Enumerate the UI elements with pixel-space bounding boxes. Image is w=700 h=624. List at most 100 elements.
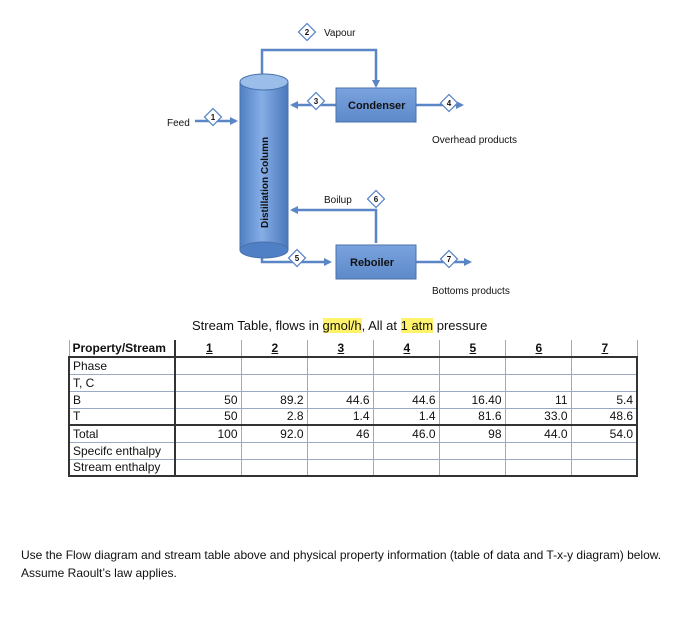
table-row: T, C [68,373,638,392]
flow-diagram: Distillation Column Condenser Reboiler F… [167,22,517,297]
table-cell [438,441,506,460]
table-cell [240,373,308,392]
table-cell: 81.6 [438,407,506,426]
table-cell [240,356,308,375]
table-header-label: Property/Stream [68,340,176,358]
table-cell [438,373,506,392]
stream-header-1: 1 [174,340,242,358]
table-row: Phase [68,356,638,375]
table-cell: 46 [306,424,374,443]
stream-2-number: 2 [305,28,310,37]
table-cell [372,373,440,392]
stream-header-2: 2 [240,340,308,358]
table-cell [504,356,572,375]
row-label: B [68,390,176,409]
row-label: T, C [68,373,176,392]
stream-7-marker: 7 [439,249,459,269]
table-cell: 1.4 [306,407,374,426]
table-cell: 11 [504,390,572,409]
row-label: Phase [68,356,176,375]
stream-line-boilup [290,206,378,243]
row-label: T [68,407,176,426]
table-cell [306,373,374,392]
table-title-suffix: pressure [433,318,488,333]
stream-5-marker: 5 [287,248,307,268]
table-cell: 48.6 [570,407,638,426]
table-cell [372,441,440,460]
stream-4-marker: 4 [439,93,459,113]
table-row: Stream enthalpy [68,458,638,477]
row-label: Specifc enthalpy [68,441,176,460]
stream-header-3: 3 [306,340,374,358]
table-cell [174,458,242,477]
stream-line-vapour [260,48,380,88]
table-cell [504,373,572,392]
vapour-label: Vapour [324,28,356,39]
stream-5-number: 5 [295,254,300,263]
stream-header-7: 7 [570,340,638,358]
stream-header-6: 6 [504,340,572,358]
table-cell: 98 [438,424,506,443]
boilup-label: Boilup [324,195,352,206]
table-title-middle: , All at [361,318,401,333]
reboiler-label: Reboiler [350,257,395,269]
table-cell: 50 [174,390,242,409]
table-cell: 16.40 [438,390,506,409]
stream-1-marker: 1 [203,107,223,127]
table-cell [438,356,506,375]
feed-label: Feed [167,118,190,129]
table-cell [570,373,638,392]
table-cell: 54.0 [570,424,638,443]
stream-4-number: 4 [447,99,452,108]
table-cell [306,441,374,460]
table-cell [306,458,374,477]
table-cell: 44.6 [372,390,440,409]
stream-7-number: 7 [447,255,452,264]
table-cell: 5.4 [570,390,638,409]
table-row: Specifc enthalpy [68,441,638,460]
table-cell [372,356,440,375]
stream-header-5: 5 [438,340,506,358]
table-cell: 50 [174,407,242,426]
stream-6-marker: 6 [366,189,386,209]
table-cell [372,458,440,477]
table-title-prefix: Stream Table, flows in [192,318,323,333]
stream-2-marker: 2 [297,22,317,42]
distillation-column: Distillation Column [239,73,289,259]
condenser-unit: Condenser [335,87,417,123]
table-cell [240,441,308,460]
table-cell: 89.2 [240,390,308,409]
stream-6-number: 6 [374,195,379,204]
stream-3-marker: 3 [306,91,326,111]
table-cell [570,458,638,477]
flow-unit-highlight: gmol/h [322,318,362,333]
table-cell: 44.6 [306,390,374,409]
row-label: Stream enthalpy [68,458,176,477]
stream-header-4: 4 [372,340,440,358]
table-cell [438,458,506,477]
overhead-products-label: Overhead products [432,135,517,146]
instructions-text: Use the Flow diagram and stream table ab… [21,548,662,580]
row-label: Total [68,424,176,443]
table-cell [570,441,638,460]
table-cell [240,458,308,477]
column-label: Distillation Column [260,137,271,228]
stream-1-number: 1 [211,113,216,122]
table-cell: 1.4 [372,407,440,426]
table-cell: 2.8 [240,407,308,426]
pressure-highlight: 1 atm [400,318,434,333]
table-cell [570,356,638,375]
table-cell [174,373,242,392]
table-cell [504,458,572,477]
stream-3-number: 3 [314,97,319,106]
table-cell [174,356,242,375]
stream-table-title: Stream Table, flows in gmol/h, All at 1 … [192,318,487,333]
table-cell: 46.0 [372,424,440,443]
table-cell: 100 [174,424,242,443]
table-cell [504,441,572,460]
